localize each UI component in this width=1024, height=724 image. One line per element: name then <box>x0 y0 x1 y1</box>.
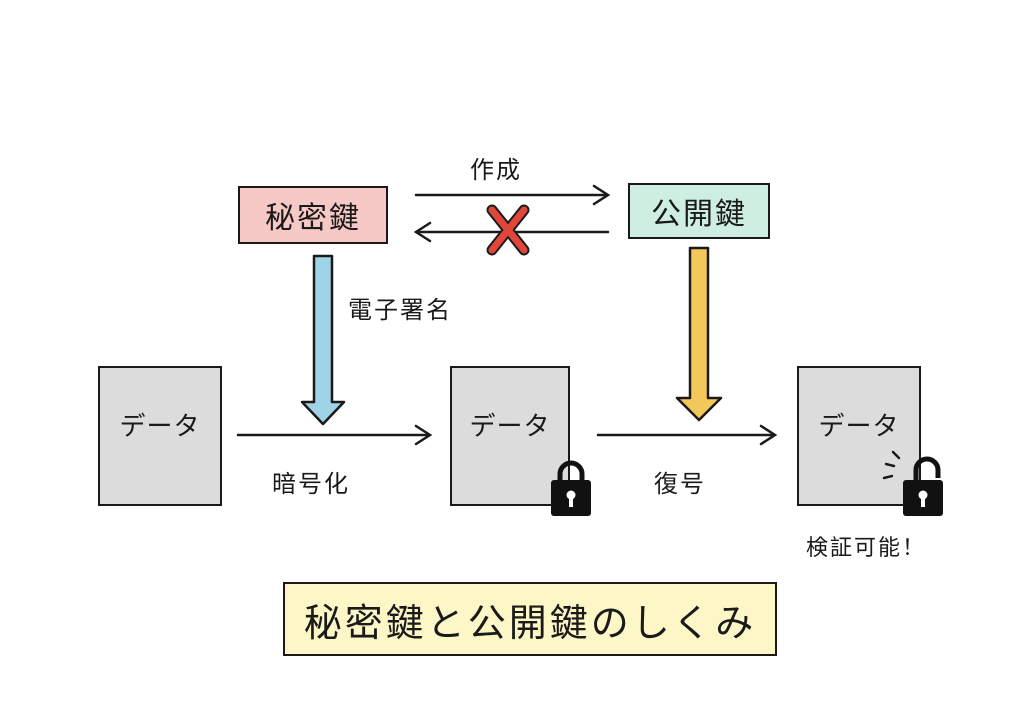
create-arrow <box>414 184 611 206</box>
secret-key-label: 秘密鍵 <box>265 201 361 236</box>
encrypt-arrow <box>236 424 433 446</box>
data-document-encrypted: データ <box>450 366 570 506</box>
decrypt-label: 復号 <box>654 470 706 498</box>
document-label: データ <box>469 412 551 442</box>
document-label: データ <box>818 412 900 442</box>
create-label: 作成 <box>470 156 522 184</box>
data-document-plain: データ <box>98 366 222 506</box>
diagram-title: 秘密鍵と公開鍵のしくみ <box>303 600 757 645</box>
verify-label: 検証可能！ <box>806 536 927 561</box>
encrypt-label: 暗号化 <box>272 470 350 498</box>
decrypt-flow-arrow <box>596 424 778 446</box>
unlocked-lock-icon <box>882 450 943 516</box>
sign-label: 電子署名 <box>348 296 452 324</box>
public-key-box: 公開鍵 <box>628 183 770 239</box>
public-key-label: 公開鍵 <box>651 197 747 232</box>
decrypt-arrow <box>675 246 723 422</box>
sign-arrow <box>300 254 346 426</box>
cross-mark-icon <box>486 204 530 256</box>
diagram-title-box: 秘密鍵と公開鍵のしくみ <box>283 582 777 656</box>
lock-icon <box>551 460 591 516</box>
document-label: データ <box>119 412 201 442</box>
secret-key-box: 秘密鍵 <box>238 186 388 244</box>
data-document-verified: データ <box>797 366 921 506</box>
